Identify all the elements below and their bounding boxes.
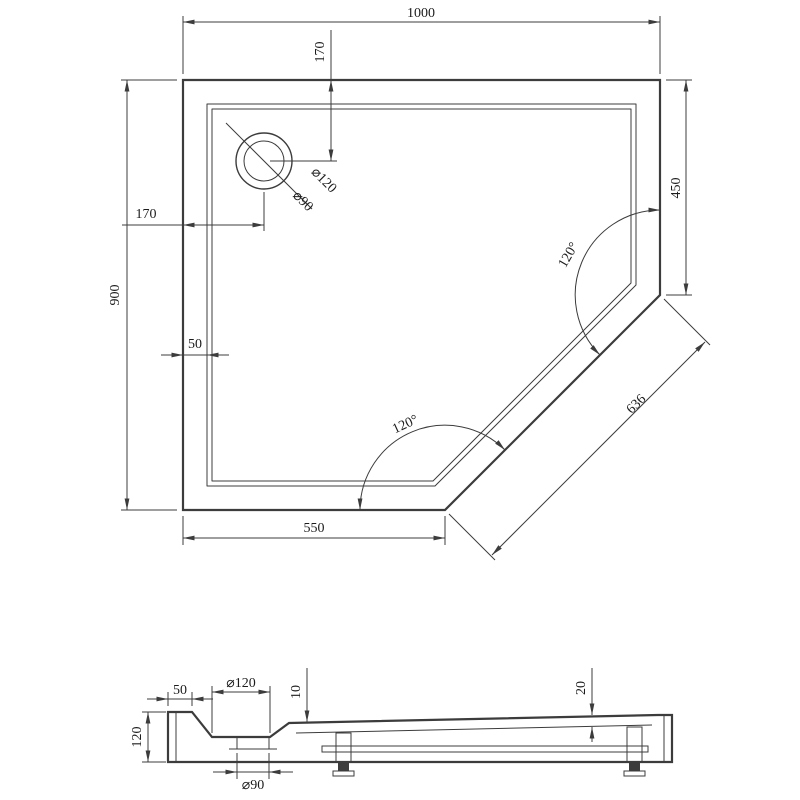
drain-inner-dia-label: ⌀90 <box>289 188 315 214</box>
extension-lines <box>448 298 711 561</box>
section-view: 50 ⌀120 10 20 120 <box>130 668 674 793</box>
dim-diagonal: 636 <box>448 298 711 561</box>
foot-pad-left <box>332 770 355 777</box>
support-leg-right <box>626 726 643 763</box>
dim-tray-height-label: 120 <box>130 727 145 748</box>
support-leg-left <box>335 732 352 763</box>
drain-fitting <box>229 737 277 750</box>
dim-rim-width-label: 50 <box>173 683 187 698</box>
dim-corner-angle-right: 120° <box>556 207 661 356</box>
foot-right <box>629 762 640 771</box>
dim-drain-from-top-label: 170 <box>313 42 328 63</box>
dim-drain-from-left: 170 <box>122 192 265 231</box>
dim-diagonal-label: 636 <box>624 392 649 417</box>
dim-width-label: 1000 <box>407 6 435 21</box>
dim-bottom-edge: 550 <box>182 516 446 545</box>
extension-lines <box>236 753 270 779</box>
angle-arc <box>357 424 506 511</box>
extension-lines <box>142 711 166 763</box>
extension-lines <box>182 16 661 74</box>
dim-edge-thickness-label: 20 <box>574 681 589 695</box>
drain-leader-line <box>225 122 313 210</box>
dim-hole-dia-label: ⌀90 <box>242 778 264 793</box>
extension-lines <box>211 686 271 733</box>
dim-wall-thickness-label: 50 <box>188 337 202 352</box>
angle-arc <box>574 207 661 356</box>
foot-left <box>338 762 349 771</box>
corner-angle-bottom-label: 120° <box>390 412 420 437</box>
dimension-line <box>491 341 706 556</box>
drain-outer-dia-label: ⌀120 <box>308 165 339 196</box>
dim-bottom-edge-label: 550 <box>304 521 325 536</box>
dim-drain-from-left-label: 170 <box>136 207 157 222</box>
support-frame-rail <box>321 745 649 753</box>
deck-underside-line <box>295 724 653 734</box>
dim-corner-angle-bottom: 120° <box>357 412 506 511</box>
tray-inner-edge-2 <box>211 108 632 482</box>
extension-lines <box>121 79 177 511</box>
tray-outline <box>181 78 662 512</box>
corner-angle-right-label: 120° <box>556 240 582 271</box>
dim-height-label: 900 <box>108 285 123 306</box>
dim-hole-dia: ⌀90 <box>213 753 293 793</box>
dim-height: 900 <box>108 79 177 511</box>
section-profile <box>166 710 674 764</box>
dim-right-side: 450 <box>666 79 692 296</box>
dim-edge-thickness: 20 <box>574 668 595 742</box>
dim-width: 1000 <box>182 6 661 74</box>
dim-rim-width: 50 <box>147 683 213 706</box>
dim-lip-height-label: 10 <box>289 685 304 699</box>
plan-view: ⌀120 ⌀90 1000 900 450 170 <box>108 6 711 561</box>
dim-drain-from-top: 170 <box>270 30 337 162</box>
dim-right-side-label: 450 <box>669 178 684 199</box>
dim-tray-height: 120 <box>130 711 166 763</box>
dim-recess-dia-label: ⌀120 <box>226 676 255 691</box>
dim-recess-dia: ⌀120 <box>211 676 271 733</box>
extension-lines <box>270 30 337 162</box>
foot-pad-right <box>623 770 646 777</box>
dim-wall-thickness: 50 <box>161 337 229 358</box>
dim-lip-height: 10 <box>289 668 310 722</box>
